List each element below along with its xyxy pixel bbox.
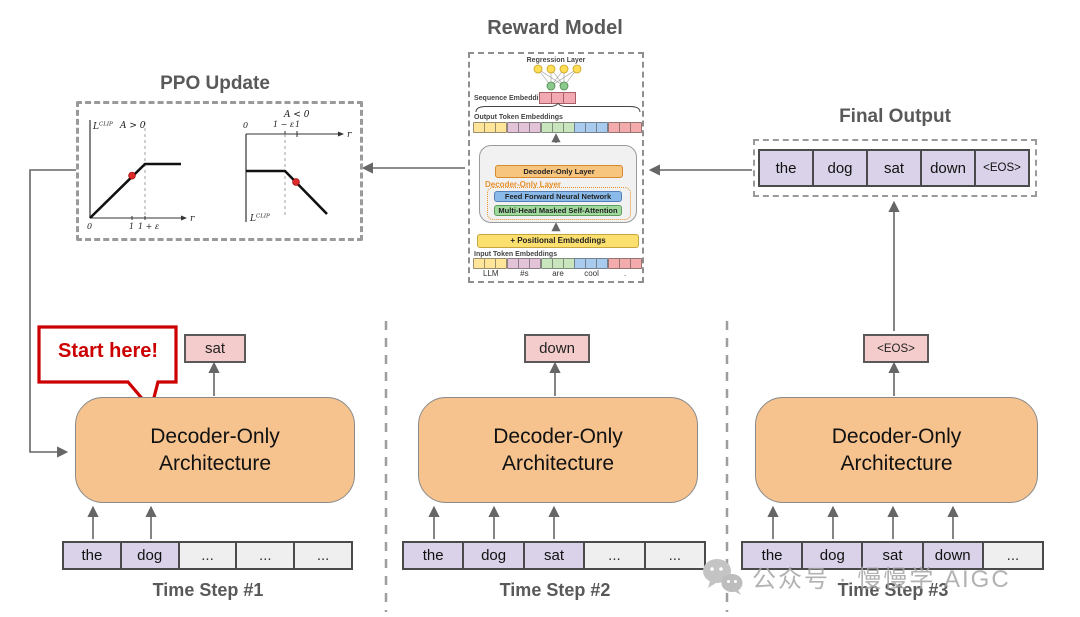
ppo-right-tick-1: 1 [295,120,300,129]
input-token-cell: the [741,541,804,570]
final-output-title: Final Output [839,106,951,127]
decoder-label-line1: Decoder-Only [831,424,962,448]
input-token-cell: dog [801,541,864,570]
input-token-cell: ... [235,541,296,570]
ppo-right-loss-label: LCLIP [249,214,270,225]
decoder-label-line2: Architecture [158,452,272,475]
embedding-group [574,258,609,269]
decoder-label-line1: Decoder-Only [493,424,623,448]
reward-model-title: Reward Model [487,17,623,39]
input-token-cell: dog [119,541,180,570]
rm-positional-bar: + Positional Embeddings [477,234,639,248]
sequence-embedding-cells [539,92,576,104]
input-token-cell: ... [643,541,707,570]
ts1-decoder-box: Decoder-Only Architecture [75,397,355,503]
ppo-left-tick-0: 0 [87,222,92,231]
rm-decoder-stack: Decoder-Only Layer Decoder-Only Layer Fe… [479,145,637,223]
output-token-embeddings-label: Output Token Embeddings [474,114,563,121]
start-here-callout [37,325,178,413]
input-token-cell: sat [861,541,924,570]
rm-attention-bar: Multi-Head Masked Self-Attention [494,205,622,216]
regression-network-icon [533,64,582,91]
ppo-left-condition: A > 0 [119,121,146,131]
output-token-embedding-cells [473,122,642,133]
rm-input-token: are [552,269,564,278]
regression-layer-label: Regression Layer [526,57,586,64]
final-output-token-cell: down [920,149,976,187]
rm-decoder-layer-detail: Feed Forward Neural Network Multi-Head M… [487,187,631,220]
reward-model-box: Regression Layer Sequence Embedding Outp… [468,52,644,283]
final-output-token-cell: the [758,149,814,187]
ppo-title: PPO Update [160,73,270,94]
rm-input-token: . [624,269,627,278]
brace-icon [475,103,641,113]
rm-decoder-layer-group-label: Decoder-Only Layer [485,180,562,189]
input-token-cell: sat [522,541,586,570]
ts1-label: Time Step #1 [152,580,264,600]
ppo-right-xlabel: r [347,130,352,140]
input-token-cell: ... [293,541,353,570]
final-output-token-cell: sat [866,149,922,187]
input-token-cell: down [921,541,984,570]
decoder-label-line2: Architecture [840,452,953,475]
watermark-text: 公众号 · 慢慢学 AIGC [752,565,1011,593]
rm-input-token-labels: LLM #s are cool. [474,269,642,278]
input-token-cell: ... [177,541,238,570]
rm-input-token: #s [520,269,529,278]
ppo-box [76,101,363,241]
ppo-right-condition: A < 0 [283,110,310,120]
input-token-cell: the [62,541,122,570]
embedding-group [473,258,507,269]
ppo-left-loss-label: LCLIP [92,122,113,133]
ppo-left-xlabel: r [190,214,195,224]
embedding-group [506,122,541,133]
rm-input-token: LLM [483,269,499,278]
ts2-label: Time Step #2 [499,580,611,600]
ts1-output-token: sat [184,334,246,363]
decoder-label-line1: Decoder-Only [150,424,280,448]
ppo-plot-a-negative: A < 0 0 1 − ε 1 r LCLIP [243,110,352,225]
embedding-group [540,258,575,269]
rm-ffn-bar: Feed Forward Neural Network [494,191,622,202]
ts3-label: Time Step #3 [837,580,949,600]
input-token-cell: ... [583,541,646,570]
rm-decoder-layer-bar: Decoder-Only Layer [495,165,623,178]
ppo-plot-a-positive: LCLIP A > 0 r 0 1 1 + ε [87,120,195,231]
ppo-left-tick-eps: 1 + ε [138,222,159,231]
ppo-right-tick-eps: 1 − ε [273,120,294,129]
wechat-icon [703,559,743,595]
decoder-label-line2: Architecture [501,452,615,475]
ppo-right-ratio-dot [292,178,300,186]
watermark: 公众号 · 慢慢学 AIGC [700,556,1011,596]
ts2-output-token: down [524,334,590,363]
embedding-group [574,122,609,133]
embedding-group [608,258,642,269]
input-token-cell: ... [981,541,1045,570]
final-output-token-cell: <EOS> [974,149,1030,187]
input-token-cell: the [402,541,465,570]
ts2-decoder-box: Decoder-Only Architecture [418,397,698,503]
ppo-left-tick-1: 1 [129,222,134,231]
embedding-group [540,122,575,133]
input-token-cell: dog [462,541,525,570]
input-token-embeddings-label: Input Token Embeddings [474,251,558,258]
embedding-group [608,122,642,133]
ppo-right-tick-0: 0 [243,121,248,130]
input-token-embedding-cells [473,258,642,269]
ts3-output-token: <EOS> [863,334,929,363]
sequence-embedding-label: Sequence Embedding [474,95,548,102]
rm-input-token: cool [584,269,599,278]
ts3-decoder-box: Decoder-Only Architecture [755,397,1038,503]
final-output-token-cell: dog [812,149,868,187]
embedding-group [473,122,507,133]
start-here-text: Start here! [57,340,159,362]
ppo-left-ratio-dot [128,171,136,180]
embedding-group [506,258,541,269]
